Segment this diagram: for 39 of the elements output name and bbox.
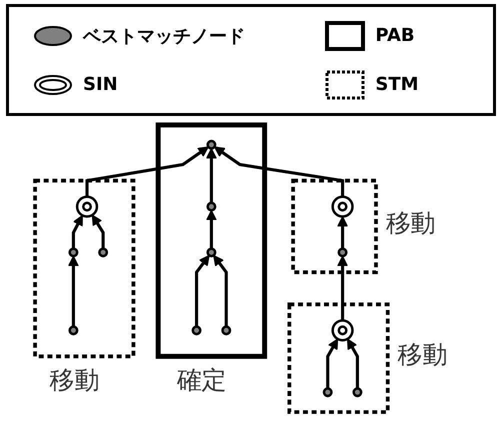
arrow (347, 338, 359, 389)
arrow (206, 210, 217, 249)
node-label: 移動 (398, 340, 448, 370)
node-ellipse (352, 387, 362, 398)
legend-label: ベストマッチノード (83, 24, 245, 48)
node-ellipse (206, 247, 216, 258)
arrow (337, 216, 348, 249)
arrow (213, 254, 228, 327)
node-ellipse (68, 325, 78, 336)
arrow (206, 148, 217, 203)
arrow (72, 214, 83, 249)
arrow (85, 146, 209, 197)
arrow (92, 214, 105, 249)
node-ellipse (192, 325, 202, 336)
cluster (291, 178, 378, 274)
node-label: 確定 (176, 365, 226, 395)
cluster (156, 122, 268, 359)
arrow (326, 338, 338, 389)
arrow (68, 256, 79, 327)
arrow (195, 254, 210, 327)
cluster (33, 178, 136, 358)
cluster (288, 302, 390, 414)
legend-label: SIN (83, 74, 118, 95)
node-ellipse (206, 140, 216, 150)
legend-label: STM (375, 74, 419, 95)
node-ellipse (206, 202, 216, 212)
node-ellipse (322, 387, 333, 398)
node-ring (331, 319, 354, 342)
arrow (214, 146, 344, 197)
node-label: 移動 (50, 365, 100, 395)
node-ellipse (68, 247, 78, 258)
arrow (337, 256, 348, 320)
node-label: 移動 (386, 208, 436, 238)
node-ellipse (221, 325, 232, 336)
node-ring (331, 195, 354, 218)
legend-label: PAB (375, 25, 415, 46)
node-ring (76, 195, 98, 218)
node-ellipse (338, 247, 348, 258)
node-ellipse (98, 247, 108, 258)
